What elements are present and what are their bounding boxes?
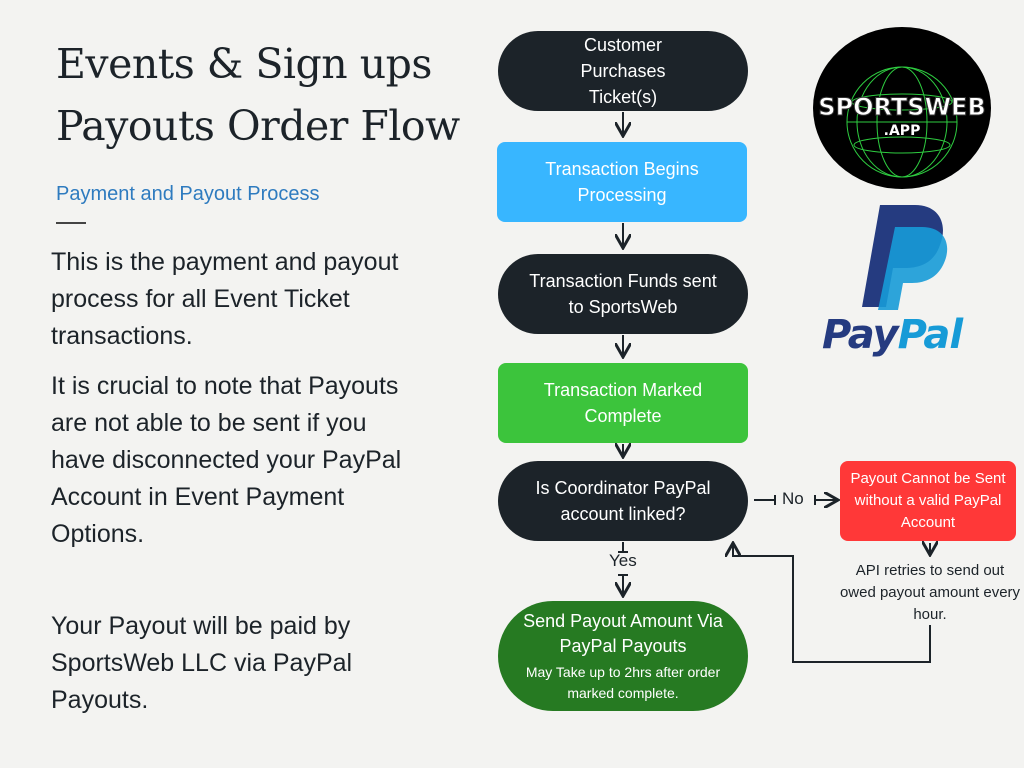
step-payout-failure: Payout Cannot be Sent without a valid Pa…	[840, 461, 1016, 541]
step-send-payout: Send Payout Amount Via PayPal Payouts Ma…	[498, 601, 748, 711]
step-marked-complete: Transaction Marked Complete	[498, 363, 748, 443]
decision-label: Is Coordinator PayPal account linked?	[535, 478, 711, 524]
page-title-line-2: Payouts Order Flow	[56, 102, 460, 150]
step-label: Transaction Begins Processing	[545, 159, 699, 205]
divider	[56, 222, 86, 224]
step-customer-purchases: Customer Purchases Ticket(s)	[498, 31, 748, 111]
retry-loop-arrow	[733, 545, 931, 663]
step-label: Send Payout Amount Via PayPal Payouts	[523, 610, 723, 656]
page-title-line-1: Events & Sign ups	[56, 40, 432, 88]
subtitle: Payment and Payout Process	[56, 183, 320, 205]
step-transaction-processing: Transaction Begins Processing	[497, 142, 747, 222]
svg-text:.APP: .APP	[884, 123, 921, 139]
step-note: May Take up to 2hrs after order marked c…	[525, 663, 721, 701]
paypal-icon	[860, 205, 950, 315]
step-label: Transaction Marked Complete	[543, 380, 703, 426]
step-label: Payout Cannot be Sent without a valid Pa…	[850, 470, 1006, 531]
warning-paragraph: It is crucial to note that Payouts are n…	[51, 372, 402, 548]
no-label: No	[782, 489, 804, 508]
paypal-wordmark: PayPal	[822, 312, 963, 358]
step-label: Transaction Funds sent to SportsWeb	[529, 271, 717, 317]
svg-text:SPORTSWEB: SPORTSWEB	[818, 93, 986, 121]
step-label: Customer Purchases Ticket(s)	[580, 35, 666, 107]
sportsweb-logo: SPORTSWEB .APP	[812, 27, 992, 190]
intro-paragraph: This is the payment and payout process f…	[51, 248, 399, 350]
yes-label: Yes	[609, 551, 637, 570]
step-funds-sent: Transaction Funds sent to SportsWeb	[498, 254, 748, 334]
retry-note: API retries to send out owed payout amou…	[839, 562, 1021, 623]
decision-paypal-linked: Is Coordinator PayPal account linked?	[498, 461, 748, 541]
payout-paragraph: Your Payout will be paid by SportsWeb LL…	[51, 612, 353, 714]
